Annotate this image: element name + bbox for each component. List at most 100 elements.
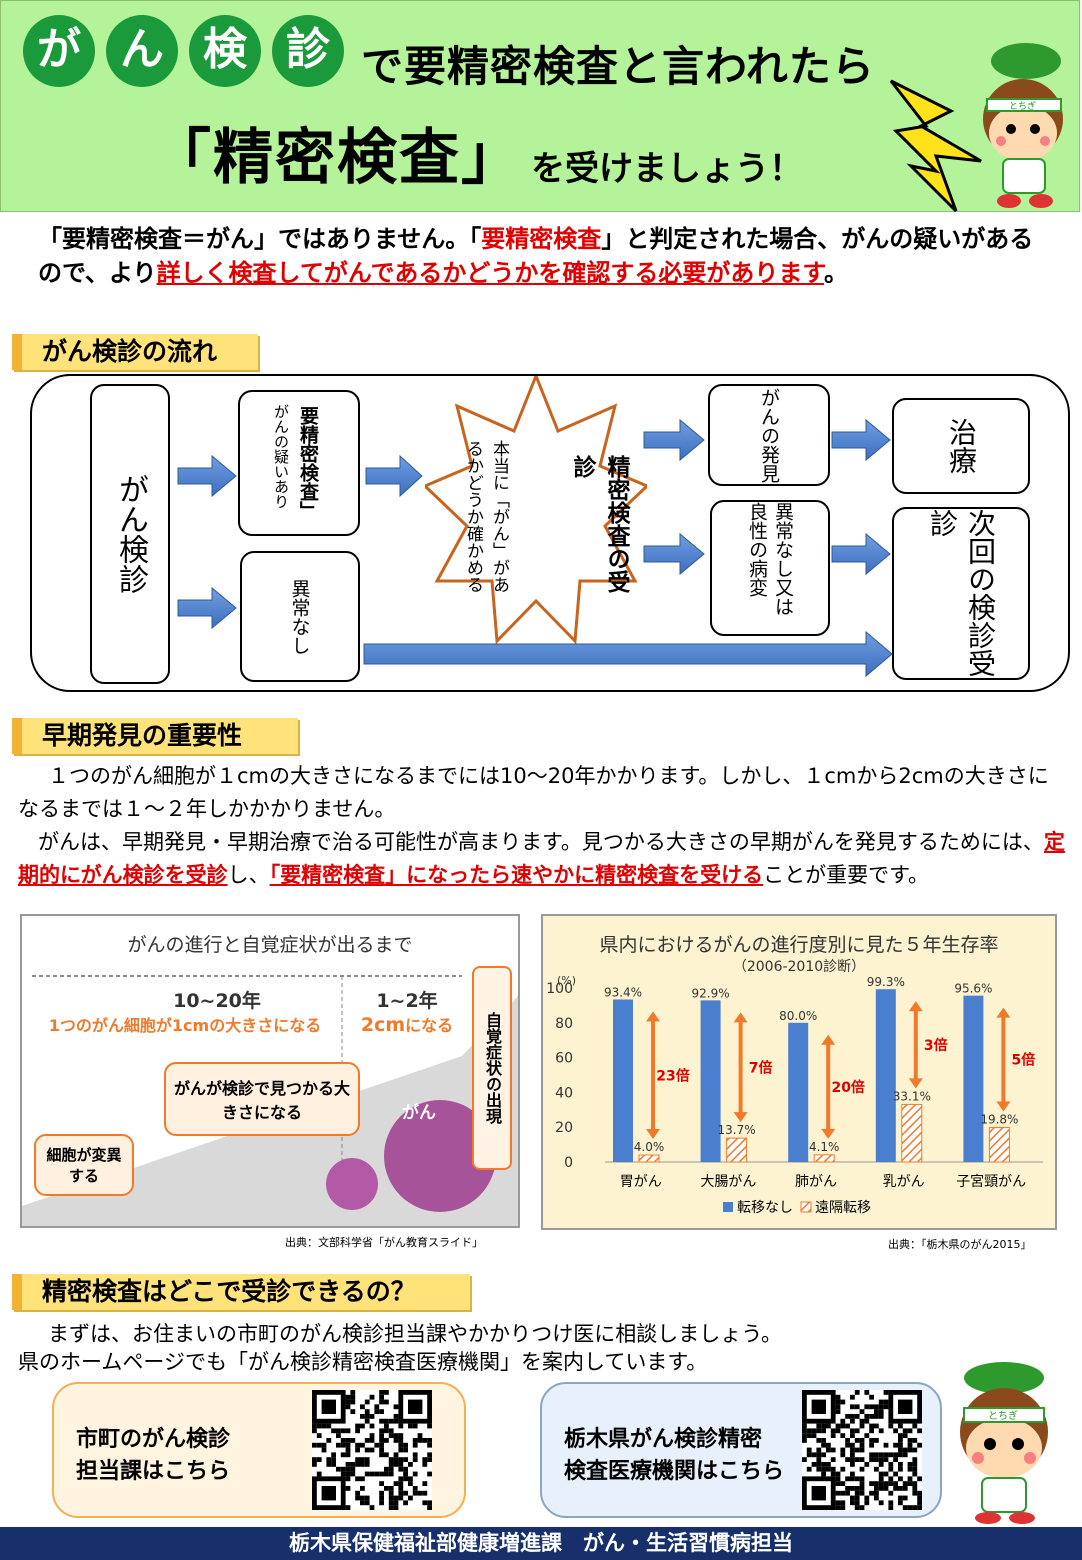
desc-label-1: 1つのがん細胞が1cmの大きさになる [48,1016,322,1035]
progression-graphic [22,975,518,1226]
mascot-icon: とちぎ [960,1362,1048,1524]
section-heading-where: 精密検査はどこで受診できるの？ [12,1274,470,1310]
early-paragraph-2: がんは、早期発見・早期治療で治る可能性が高まります。見つかる大きさの早期がんを発… [18,830,1065,887]
flow-treatment: 治療 [892,398,1030,494]
municipal-qr-card[interactable]: 市町のがん検診担当課はこちら [52,1382,466,1518]
cancer-label: がん [402,1103,436,1123]
bar-no-metastasis [963,995,984,1162]
ratio-label: 7倍 [749,1059,773,1076]
flow-suspect: 要精密検査」 がんの疑いあり [238,390,360,536]
svg-text:とちぎ: とちぎ [1009,100,1036,112]
y-tick-label: 80 [555,1016,573,1032]
bar-no-metastasis [613,999,633,1162]
title-bubble: 検 [189,15,261,87]
ratio-arrowhead [821,1034,836,1045]
ratio-arrowhead [908,1078,923,1089]
years-label-1: 10~20年 [173,990,261,1012]
prefecture-qr-card[interactable]: 栃木県がん検診精密検査医療機関はこちら [540,1382,942,1518]
data-label: 92.9% [692,986,730,1000]
bar-no-metastasis [700,1000,721,1162]
ratio-arrowhead [733,1012,748,1023]
bar-distant-metastasis [813,1154,835,1163]
starburst-shape [425,376,647,645]
flow-exam-title: 精密検査の受診 [569,455,629,593]
ratio-arrowhead [996,1007,1011,1018]
bar-distant-metastasis [901,1103,923,1163]
section-heading-flow: がん検診の流れ [12,334,258,370]
flow-benign: 異常なし又は良性の病変 [710,500,830,636]
survival-chart: 県内におけるがんの進行度別に見た５年生存率 （2006-2010診断） (%) 0… [541,914,1057,1230]
data-label: 4.1% [809,1140,840,1154]
qr-code-icon[interactable] [312,1390,432,1510]
years-label-2: 1~2年 [376,990,438,1012]
qr-code-icon[interactable] [802,1390,922,1510]
ratio-arrowhead [821,1128,836,1139]
municipal-qr-label: 市町のがん検診担当課はこちら [76,1427,231,1484]
flow-cancer-found: がんの発見 [708,384,830,486]
ratio-label: 3倍 [924,1037,948,1054]
flow-next-screening: 次回の検診受診 [892,507,1030,680]
legend-label: 転移なし [737,1200,793,1216]
svg-text:とちぎ: とちぎ [988,1409,1018,1422]
ratio-arrowhead [908,1001,923,1012]
chart-subtitle: （2006-2010診断） [732,959,866,975]
y-tick-label: 100 [546,981,573,997]
bar-distant-metastasis [988,1127,1010,1163]
footer-bar: 栃木県保健福祉部健康増進課 がん・生活習慣病担当 [0,1527,1082,1560]
x-tick-label: 子宮頸がん [956,1174,1026,1190]
ratio-arrowhead [646,1011,660,1022]
intro-text: 「要精密検査＝がん」ではありません。「要精密検査」と判定された場合、がんの疑いが… [38,225,1034,287]
y-axis-unit: (%) [557,974,576,987]
mutate-callout: 細胞が変異する [34,1134,134,1196]
where-line-1: まずは、お住まいの市町のがん検診担当課やかかりつけ医に相談しましょう。 [48,1322,782,1346]
data-label: 19.8% [980,1113,1018,1127]
bar-distant-metastasis [638,1154,660,1163]
bar-distant-metastasis [726,1137,748,1163]
flow-screening: がん検診 [90,384,170,684]
data-label: 93.4% [604,985,642,999]
title-tail: を受けましょう！ [531,149,803,189]
x-tick-label: 肺がん [795,1174,837,1190]
where-line-2: 県のホームページでも「がん検診精密検査医療機関」を案内しています。 [18,1350,708,1374]
ratio-arrowhead [646,1129,660,1140]
chart-title: 県内におけるがんの進行度別に見た５年生存率 [599,934,999,956]
desc-label-2: 2cmになる [360,1014,454,1036]
mascot-icon: とちぎ [983,43,1063,208]
ratio-arrowhead [996,1101,1011,1112]
progression-title: がんの進行と自覚症状が出るまで [127,934,413,956]
flow-exam-sub: 本当に「がん」があるかどうか確かめる [463,440,509,593]
title-main: 「精密検査」 [151,123,523,193]
data-label: 33.1% [893,1089,931,1103]
data-label: 99.3% [867,975,905,989]
data-label: 13.7% [718,1123,756,1137]
bar-no-metastasis [875,989,896,1162]
ratio-label: 23倍 [656,1067,689,1084]
section-heading-early: 早期発見の重要性 [12,718,298,754]
data-label: 4.0% [634,1140,665,1154]
legend-swatch [723,1202,733,1212]
title-bubble: が [23,15,95,87]
flow-arrows [177,418,893,678]
title-bubble: 診 [272,15,344,87]
prefecture-qr-label: 栃木県がん検診精密検査医療機関はこちら [564,1427,785,1484]
diagram-source: 出典：文部科学省「がん教育スライド」 [285,1236,483,1249]
title-line1: で要精密検査と言われたら [361,42,875,91]
legend-label: 遠隔転移 [815,1200,871,1216]
ratio-arrowhead [733,1112,748,1123]
ratio-label: 5倍 [1012,1052,1036,1069]
header-banner: が ん 検 診 で要精密検査と言われたら 「精密検査」 を受けましょう！ とちぎ [0,0,1080,213]
y-tick-label: 0 [564,1155,573,1171]
lightning-icon [889,79,982,213]
progression-diagram: がんの進行と自覚症状が出るまで 10~20年 1つのがん細胞が1cmの大きさにな… [20,914,520,1228]
legend-swatch [800,1201,812,1213]
data-label: 95.6% [954,982,992,996]
chart-source: 出典：「栃木県のがん2015」 [888,1238,1032,1251]
x-tick-label: 大腸がん [700,1174,756,1190]
y-tick-label: 40 [555,1085,573,1101]
detect-callout: がんが検診で見つかる大きさになる [164,1062,360,1136]
x-tick-label: 乳がん [883,1174,925,1190]
early-paragraph-1: １つのがん細胞が１cmの大きさになるまでには10～20年かかります。しかし、１c… [18,764,1049,821]
y-tick-label: 20 [555,1120,573,1136]
flow-no-abnormal: 異常なし [240,551,360,682]
